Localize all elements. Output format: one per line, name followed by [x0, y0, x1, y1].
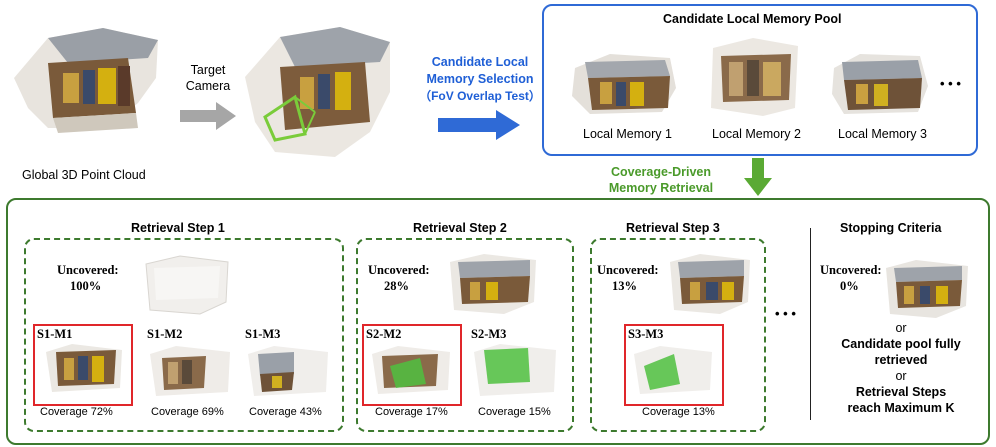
s1-m1-label: S1-M1: [37, 327, 73, 341]
s2-m2-coverage: Coverage 17%: [375, 406, 448, 418]
s3-m3-label: S3-M3: [628, 327, 664, 341]
stopping-uncovered-label: Uncovered:: [820, 263, 882, 277]
pool-item-3-label: Local Memory 3: [838, 127, 927, 141]
s3-m3-coverage: Coverage 13%: [642, 406, 715, 418]
global-point-cloud-label: Global 3D Point Cloud: [22, 168, 146, 182]
step-1-uncovered-label: Uncovered:: [57, 263, 119, 277]
s2-m2-image: [372, 346, 450, 394]
steps-ellipsis: • • •: [775, 306, 796, 321]
camera-view-point-cloud-image: [245, 27, 390, 157]
local-memory-1-image: [572, 54, 676, 114]
stopping-uncovered-image: [886, 260, 968, 318]
retrieval-panel: [6, 198, 990, 445]
step-3-uncovered-image: [670, 254, 750, 314]
stopping-uncovered-value: 0%: [840, 279, 859, 293]
step-2-uncovered-value: 28%: [384, 279, 409, 293]
pool-item-2-label: Local Memory 2: [712, 127, 801, 141]
stopping-or-2: or: [895, 369, 907, 383]
s3-m3-image: [634, 346, 712, 394]
step-2-uncovered-image: [450, 254, 536, 314]
pool-title: Candidate Local Memory Pool: [663, 12, 842, 26]
retrieval-label-line1: Coverage-Driven: [610, 165, 712, 179]
s2-m2-label: S2-M2: [366, 327, 402, 341]
s1-m2-label: S1-M2: [147, 327, 183, 341]
stopping-criterion-3a: Retrieval Steps: [855, 385, 947, 399]
green-down-arrow: [744, 158, 772, 196]
retrieval-label: Coverage-Driven Memory Retrieval: [586, 164, 736, 196]
selection-label: Candidate Local Memory Selection （FoV Ov…: [414, 54, 546, 105]
s1-m2-image: [150, 346, 230, 396]
s1-m1-selected-frame: [33, 324, 133, 406]
pool-item-1-label: Local Memory 1: [583, 127, 672, 141]
s3-m3-selected-frame: [624, 324, 724, 406]
step-3-uncovered-label: Uncovered:: [597, 263, 659, 277]
step-2-uncovered-label: Uncovered:: [368, 263, 430, 277]
step-2-title: Retrieval Step 2: [413, 221, 507, 235]
retrieval-step-2: [356, 238, 574, 432]
selection-label-line2: Memory Selection: [426, 72, 534, 86]
stopping-criterion-2b: retrieved: [874, 353, 928, 367]
target-camera-label: Target Camera: [185, 63, 231, 93]
grey-arrow: [180, 102, 236, 130]
candidate-memory-pool: [542, 4, 978, 156]
local-memory-3-image: [832, 54, 928, 114]
step-3-title: Retrieval Step 3: [626, 221, 720, 235]
s2-m2-selected-frame: [362, 324, 462, 406]
retrieval-step-1: [24, 238, 344, 432]
local-memory-2-image: [711, 38, 798, 116]
s1-m3-coverage: Coverage 43%: [249, 406, 322, 418]
retrieval-step-3: [590, 238, 766, 432]
s1-m2-coverage: Coverage 69%: [151, 406, 224, 418]
stopping-criteria-list: or Candidate pool fully retrieved or Ret…: [818, 320, 984, 416]
s1-m3-image: [248, 346, 328, 396]
stopping-or-1: or: [895, 321, 907, 335]
step-1-title: Retrieval Step 1: [131, 221, 225, 235]
stopping-divider: [810, 228, 811, 420]
s2-m3-image: [474, 344, 556, 396]
blue-arrow: [438, 110, 520, 140]
stopping-title: Stopping Criteria: [840, 221, 942, 235]
s1-m1-coverage: Coverage 72%: [40, 406, 113, 418]
s1-m3-label: S1-M3: [245, 327, 281, 341]
stopping-criterion-3b: reach Maximum K: [847, 401, 955, 415]
s2-m3-label: S2-M3: [471, 327, 507, 341]
step-1-uncovered-value: 100%: [70, 279, 102, 293]
step-3-uncovered-value: 13%: [612, 279, 637, 293]
pool-ellipsis: • • •: [940, 76, 961, 91]
retrieval-label-line2: Memory Retrieval: [608, 181, 714, 195]
stopping-criterion-2a: Candidate pool fully: [841, 337, 961, 351]
selection-label-line3: （FoV Overlap Test）: [419, 89, 541, 103]
selection-label-line1: Candidate Local: [431, 55, 529, 69]
global-point-cloud-image: [14, 28, 158, 133]
step-1-uncovered-image: [145, 255, 229, 315]
s1-m1-image: [46, 344, 122, 392]
s2-m3-coverage: Coverage 15%: [478, 406, 551, 418]
